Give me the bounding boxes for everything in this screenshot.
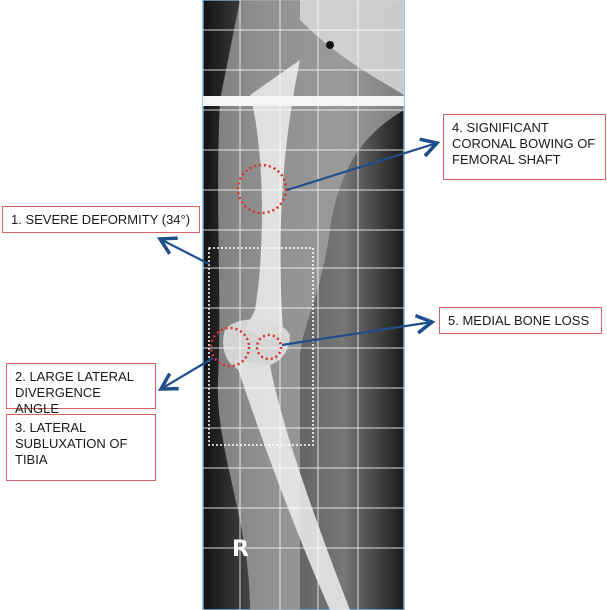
- label-lateral-subluxation: 3. LATERAL SUBLUXATION OF TIBIA: [6, 414, 156, 481]
- arrow-5: [281, 313, 436, 347]
- lateral-divergence-circle: [209, 326, 251, 368]
- arrow-2: [157, 357, 214, 391]
- xray-image: [202, 0, 405, 610]
- medial-bone-loss-circle: [255, 333, 283, 361]
- label-severe-deformity: 1. SEVERE DEFORMITY (34°): [2, 206, 200, 233]
- knee-region-box: [208, 247, 314, 446]
- side-marker: R: [232, 537, 249, 562]
- grid-lines: [203, 0, 404, 610]
- label-medial-bone-loss: 5. MEDIAL BONE LOSS: [439, 307, 602, 334]
- arrow-4: [286, 137, 441, 192]
- label-lateral-divergence: 2. LARGE LATERAL DIVERGENCE ANGLE: [6, 363, 156, 416]
- arrow-1: [156, 236, 210, 265]
- femoral-bowing-circle: [236, 163, 288, 215]
- label-femoral-bowing: 4. SIGNIFICANT CORONAL BOWING OF FEMORAL…: [443, 114, 606, 180]
